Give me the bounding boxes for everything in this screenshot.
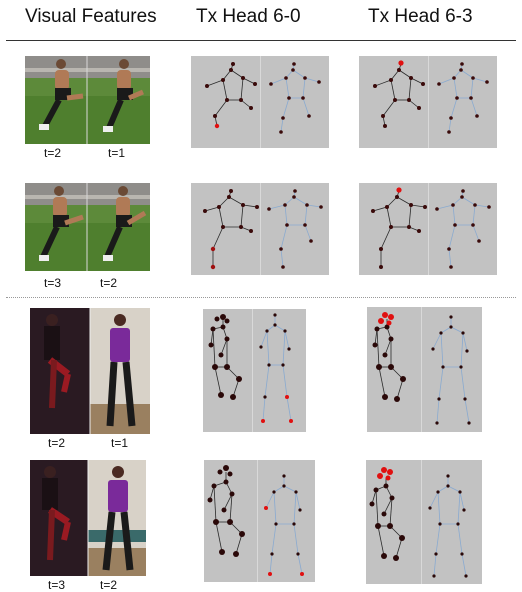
time-label-left-row4: t=3 <box>48 578 66 592</box>
panel-divider <box>428 56 429 148</box>
frame-photo-row4 <box>30 460 146 576</box>
header-tx-head-6-3: Tx Head 6-3 <box>368 6 473 27</box>
time-label-right-row3: t=1 <box>111 436 129 450</box>
attention-panel-head-6-0-row2 <box>191 183 329 275</box>
attention-panel-head-6-3-row1 <box>359 56 497 148</box>
frame-photo-row2 <box>25 183 150 271</box>
attention-panel-head-6-0-row4 <box>204 460 315 582</box>
time-label-left-row2: t=3 <box>44 276 62 290</box>
time-label-right-row4: t=2 <box>100 578 118 592</box>
header-visual-features: Visual Features <box>25 6 157 27</box>
time-label-right-row1: t=1 <box>108 146 126 160</box>
panel-divider <box>252 309 253 432</box>
frame-photo-row3 <box>30 308 150 434</box>
panel-divider <box>257 460 258 582</box>
frame-photo-row1 <box>25 56 150 144</box>
attention-panel-head-6-0-row3 <box>203 309 306 432</box>
attention-panel-head-6-3-row3 <box>367 307 482 432</box>
header-rule <box>6 40 516 41</box>
panel-divider <box>260 183 261 275</box>
attention-panel-head-6-3-row4 <box>366 460 482 584</box>
time-label-right-row2: t=2 <box>100 276 118 290</box>
header-tx-head-6-0: Tx Head 6-0 <box>196 6 301 27</box>
panel-divider <box>421 460 422 584</box>
attention-panel-head-6-0-row1 <box>191 56 329 148</box>
dataset-separator <box>6 297 516 298</box>
attention-panel-head-6-3-row2 <box>359 183 497 275</box>
panel-divider <box>260 56 261 148</box>
time-label-left-row3: t=2 <box>48 436 66 450</box>
panel-divider <box>421 307 422 432</box>
time-label-left-row1: t=2 <box>44 146 62 160</box>
panel-divider <box>428 183 429 275</box>
